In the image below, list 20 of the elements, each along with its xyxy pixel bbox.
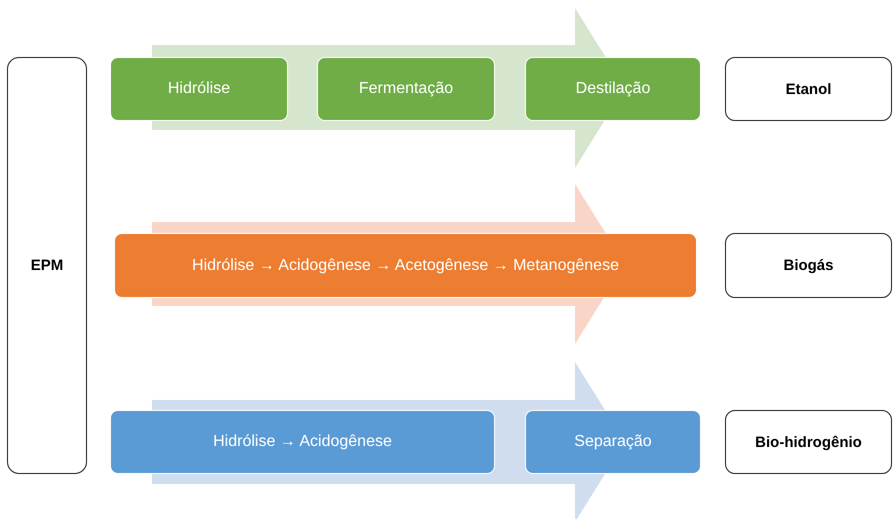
box-label: Hidrólise → Acidogênese: [212, 433, 393, 451]
process-box: [525, 57, 701, 121]
process-box: [525, 410, 701, 474]
box-label: EPM: [30, 257, 64, 274]
product-box: [725, 57, 892, 121]
box-label: Bio-hidrogênio: [754, 434, 863, 450]
process-box: [317, 57, 495, 121]
box-label: Hidrólise: [166, 80, 232, 98]
process-box: [110, 57, 288, 121]
box-label: Biogás: [782, 257, 834, 274]
product-box: [725, 410, 892, 474]
process-box: [114, 233, 697, 298]
process-box: [110, 410, 495, 474]
source-box: [7, 57, 87, 474]
box-label: Hidrólise → Acidogênese → Acetogênese → Metanogênese: [191, 256, 620, 274]
box-label: Separação: [573, 433, 653, 451]
box-label: Destilação: [574, 80, 652, 98]
box-label: Fermentação: [358, 80, 454, 98]
box-label: Etanol: [784, 80, 832, 98]
product-box: [725, 233, 892, 298]
